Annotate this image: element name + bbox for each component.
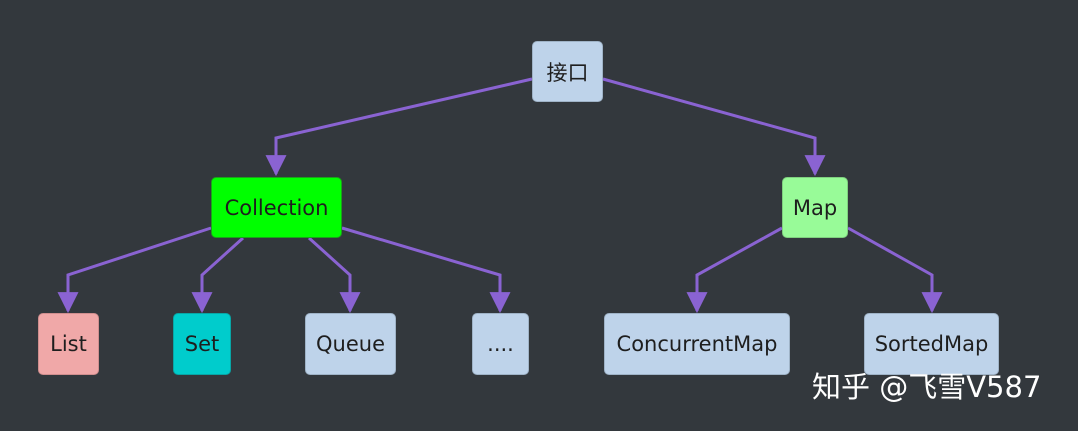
edge-root-collection	[265, 77, 533, 177]
node-ellipsis: ....	[472, 313, 529, 375]
node-collection: Collection	[211, 177, 342, 238]
node-sortedmap: SortedMap	[864, 313, 999, 375]
edge-map-sortedmap	[847, 226, 943, 314]
edge-root-map	[602, 77, 826, 177]
edge-collection-set	[191, 236, 245, 314]
node-list: List	[38, 313, 99, 375]
node-set: Set	[173, 313, 231, 375]
edge-collection-more	[341, 226, 511, 314]
node-interface: 接口	[532, 41, 603, 102]
watermark-text: 知乎 @飞雪V587	[812, 370, 1042, 404]
node-queue: Queue	[305, 313, 396, 375]
edge-collection-list	[57, 226, 212, 314]
edge-collection-queue	[307, 236, 361, 314]
node-concurrentmap: ConcurrentMap	[604, 313, 790, 375]
node-map: Map	[782, 177, 848, 238]
edge-map-concurrentmap	[686, 226, 783, 314]
